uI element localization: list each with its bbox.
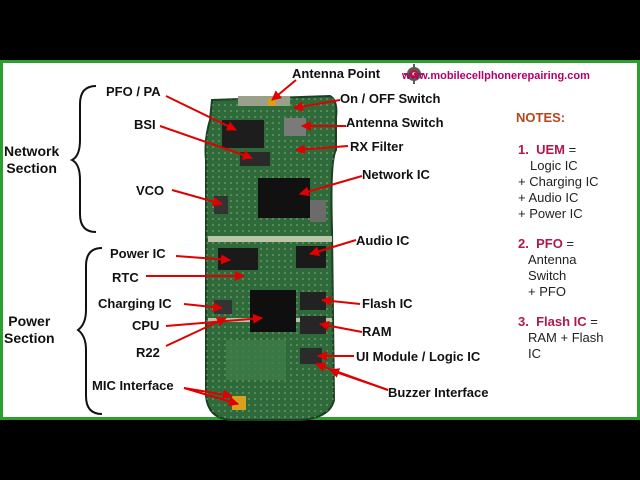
note-1-key: UEM	[536, 142, 565, 157]
label-on-off-switch: On / OFF Switch	[340, 91, 441, 106]
label-charging-ic: Charging IC	[98, 296, 172, 311]
power-bracket	[76, 247, 103, 415]
note-1-line-4: + Power IC	[518, 206, 583, 221]
label-audio-ic: Audio IC	[356, 233, 410, 248]
note-2-line-3: + PFO	[528, 284, 566, 299]
pointer-arrows	[146, 79, 389, 407]
notes-title: NOTES:	[516, 110, 566, 125]
label-pfo-pa: PFO / PA	[106, 84, 161, 99]
arrow-network-ic	[299, 175, 363, 197]
power-section-label: Power Section	[4, 313, 55, 347]
label-flash-ic: Flash IC	[362, 296, 413, 311]
note-1-line-3: + Audio IC	[518, 190, 579, 205]
arrow-audio-ic	[309, 239, 357, 257]
label-ui-module: UI Module / Logic IC	[356, 349, 481, 364]
note-3-line-1: RAM + Flash	[528, 330, 604, 345]
arrow-flash-ic	[321, 295, 361, 306]
note-2-line-2: Switch	[528, 268, 567, 283]
arrow-cpu	[165, 313, 263, 327]
label-ram: RAM	[362, 324, 392, 339]
label-buzzer-interface: Buzzer Interface	[388, 385, 489, 400]
note-3-number: 3.	[518, 314, 529, 329]
gear-icon	[404, 64, 424, 84]
network-section-line2: Section	[6, 160, 57, 176]
power-section-line2: Section	[4, 330, 55, 346]
note-2-number: 2.	[518, 236, 529, 251]
label-cpu: CPU	[132, 318, 160, 333]
note-3-key: Flash IC	[536, 314, 587, 329]
label-rtc: RTC	[112, 270, 139, 285]
label-power-ic: Power IC	[110, 246, 166, 261]
note-2: 2. PFO = Antenna Switch + PFO	[518, 236, 638, 300]
label-antenna-point: Antenna Point	[292, 66, 381, 81]
label-mic-interface: MIC Interface	[92, 378, 174, 393]
arrow-antenna-point	[271, 79, 297, 101]
label-network-ic: Network IC	[362, 167, 430, 182]
note-3: 3. Flash IC = RAM + Flash IC	[518, 314, 638, 362]
note-1-number: 1.	[518, 142, 529, 157]
label-vco: VCO	[136, 183, 165, 198]
arrow-rx-filter	[295, 144, 349, 155]
arrow-ram	[319, 320, 363, 333]
arrow-buzzer-2	[315, 362, 389, 391]
arrow-charging-ic	[183, 302, 223, 313]
note-1-line-2: + Charging IC	[518, 174, 599, 189]
note-1: 1. UEM = Logic IC + Charging IC + Audio …	[518, 142, 638, 222]
arrow-mic-1	[183, 387, 239, 407]
pcb-board	[204, 94, 338, 421]
label-rx-filter: RX Filter	[350, 139, 404, 154]
network-section-line1: Network	[4, 143, 60, 159]
arrow-power-ic	[175, 254, 231, 265]
network-section-label: Network Section	[4, 143, 59, 177]
arrow-bsi	[159, 125, 253, 160]
network-bracket	[69, 85, 97, 233]
note-1-line-1: Logic IC	[530, 158, 578, 173]
arrow-r22	[165, 317, 227, 347]
power-section-line1: Power	[8, 313, 51, 329]
arrow-on-off	[293, 99, 341, 112]
arrow-pfo-pa	[165, 95, 237, 131]
website-link[interactable]: www.mobilecellphonerepairing.com	[402, 70, 590, 82]
arrow-mic-2	[183, 387, 233, 400]
label-r22: R22	[136, 345, 160, 360]
note-2-line-1: Antenna	[528, 252, 577, 267]
label-antenna-switch: Antenna Switch	[346, 115, 444, 130]
arrow-vco	[171, 189, 223, 207]
label-bsi: BSI	[134, 117, 156, 132]
note-3-line-2: IC	[528, 346, 541, 361]
note-2-key: PFO	[536, 236, 563, 251]
